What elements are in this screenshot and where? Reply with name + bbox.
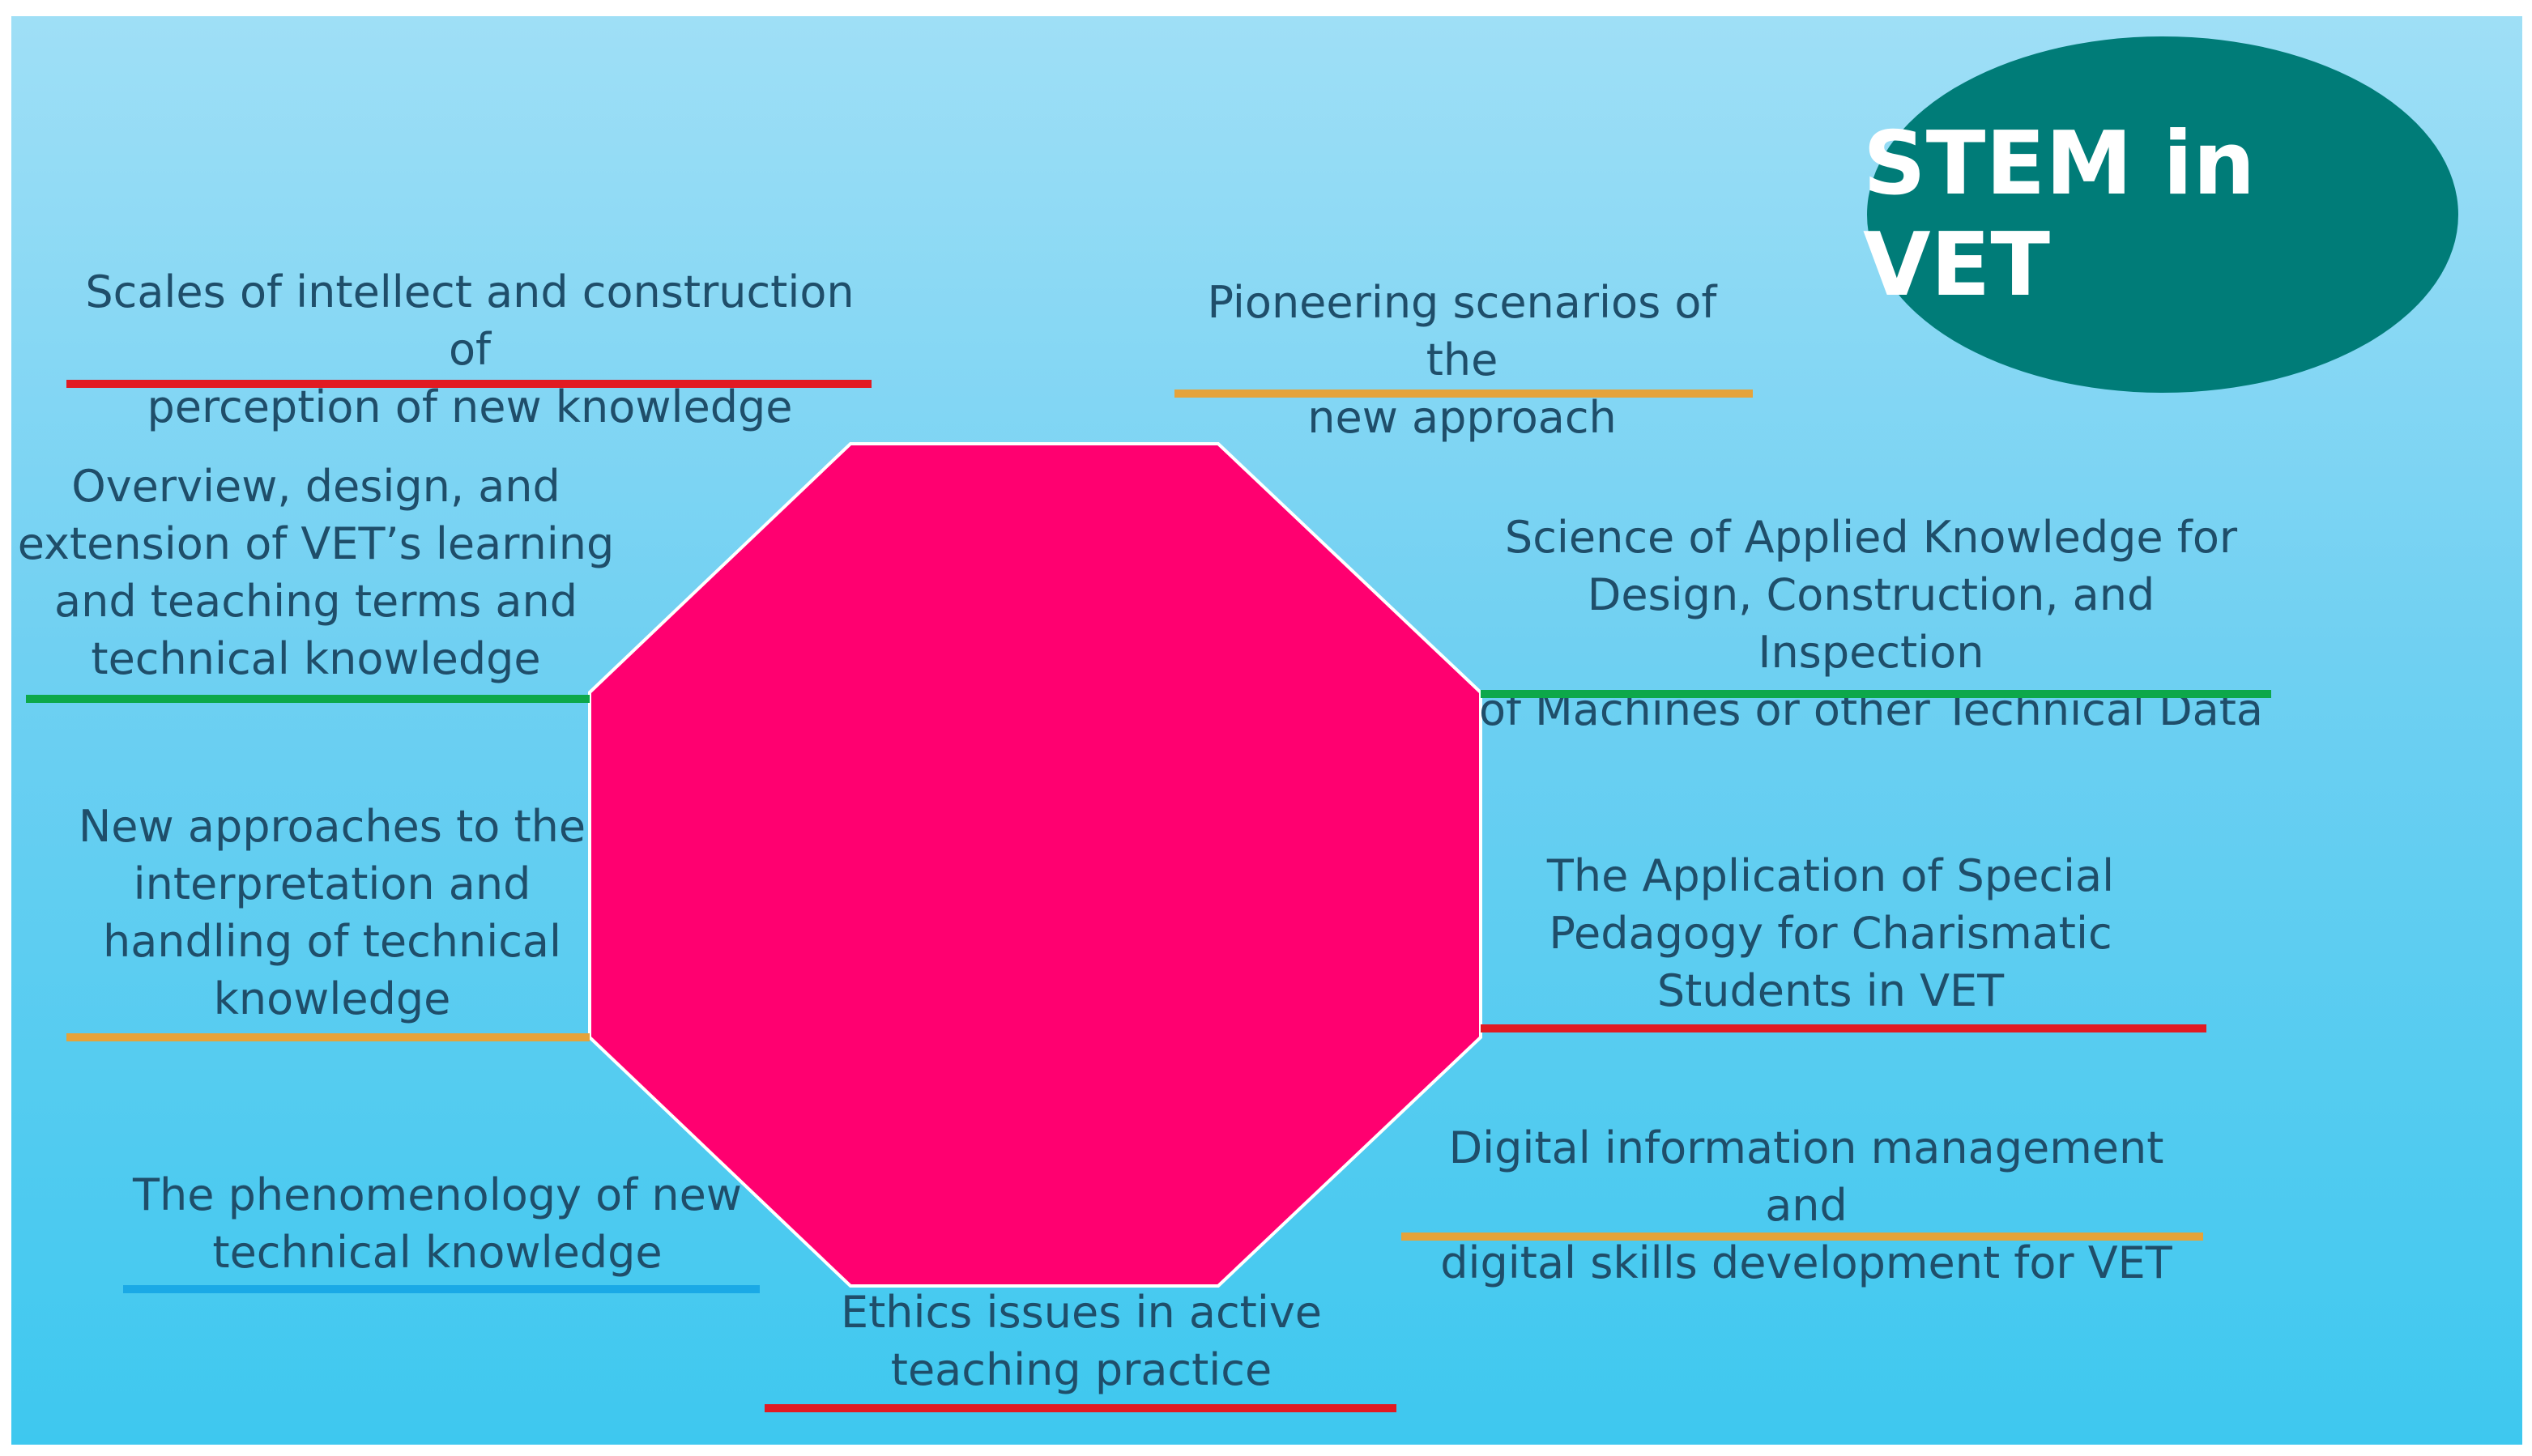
stem-in-vet-badge bbox=[1867, 36, 2458, 393]
topic-science-of-applied-knowledge-underline bbox=[1481, 690, 2271, 698]
topic-scales-of-intellect-underline bbox=[66, 380, 872, 388]
topic-new-approaches-underline bbox=[66, 1033, 590, 1041]
topic-new-approaches: New approaches to the interpretation and… bbox=[78, 801, 586, 1024]
topic-pioneering-scenarios: Pioneering scenarios of the new approach bbox=[1207, 277, 1717, 443]
central-octagon bbox=[588, 442, 1482, 1288]
topic-phenomenology-underline bbox=[123, 1285, 760, 1293]
topic-overview-design: Overview, design, and extension of VET’s… bbox=[17, 461, 615, 684]
topic-scales-of-intellect: Scales of intellect and construction of … bbox=[85, 266, 855, 432]
topic-digital-information-management-underline bbox=[1401, 1232, 2203, 1241]
topic-digital-information-management: Digital information management and digit… bbox=[1440, 1122, 2172, 1288]
topic-science-of-applied-knowledge: Science of Applied Knowledge for Design,… bbox=[1478, 512, 2264, 735]
topic-pioneering-scenarios-underline bbox=[1174, 390, 1753, 398]
topic-overview-design-underline bbox=[26, 695, 590, 703]
topic-special-pedagogy: The Application of Special Pedagogy for … bbox=[1546, 850, 2115, 1016]
topic-ethics-issues-underline bbox=[765, 1404, 1396, 1412]
topic-ethics-issues: Ethics issues in active teaching practic… bbox=[840, 1287, 1323, 1395]
badge-title: STEM in VET bbox=[1863, 113, 2256, 316]
topic-phenomenology: The phenomenology of new technical knowl… bbox=[133, 1169, 742, 1278]
topic-special-pedagogy-underline bbox=[1481, 1024, 2206, 1032]
